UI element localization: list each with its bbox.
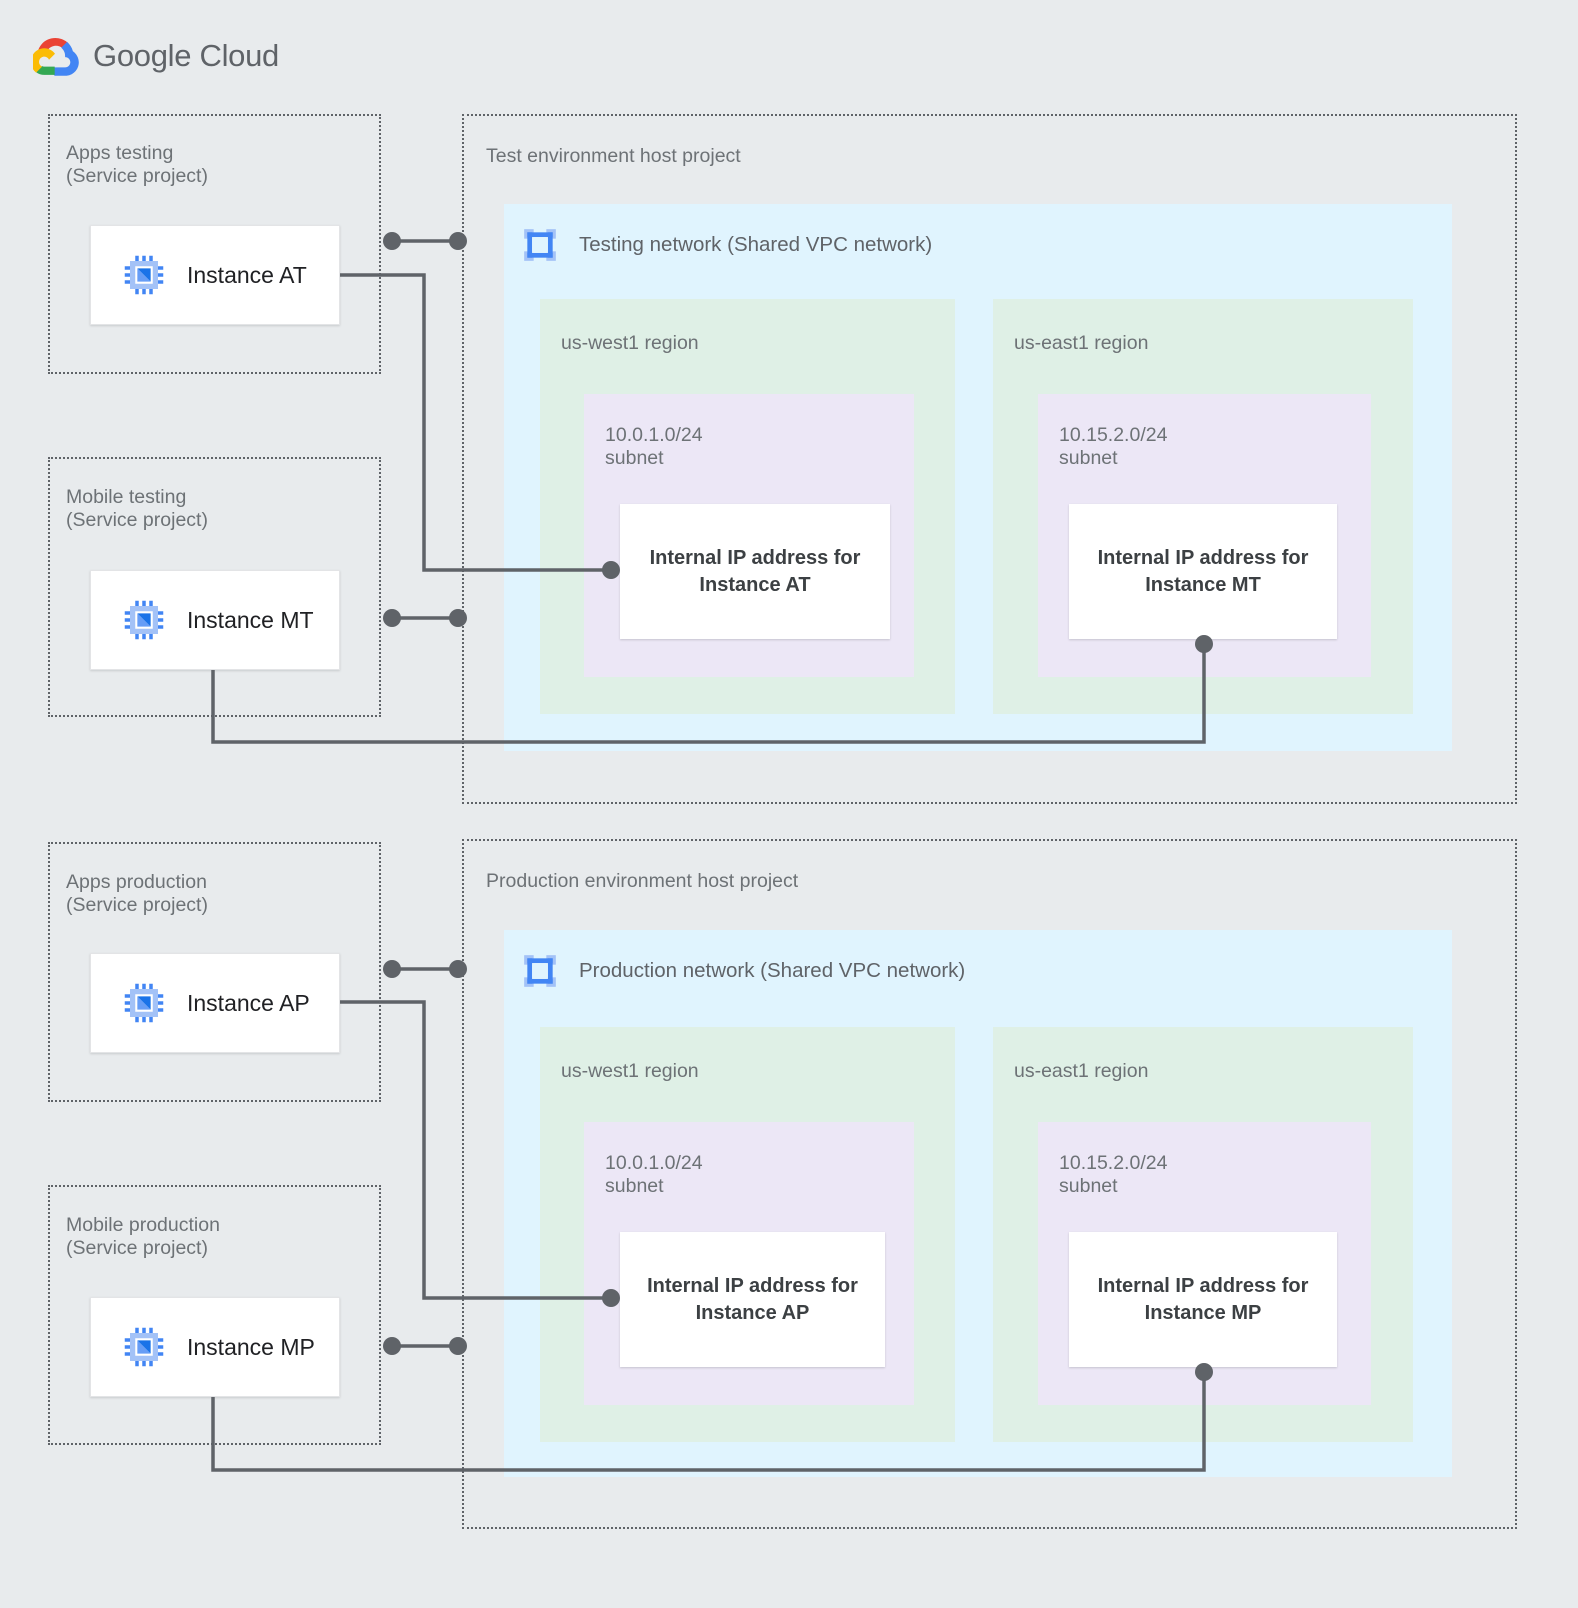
connector-dot-mt-left: [383, 609, 401, 627]
host-project-test-label: Test environment host project: [486, 145, 741, 167]
ip-card-text-instance-mt: Internal IP address for Instance MT: [1097, 546, 1309, 596]
ip-card-text-instance-ap: Internal IP address for Instance AP: [647, 1274, 858, 1324]
instance-card-mp[interactable]: Instance MP: [90, 1297, 340, 1397]
region-label-test-us-east1: us-east1 region: [1014, 332, 1149, 354]
ip-card-text-instance-at: Internal IP address for Instance AT: [649, 546, 861, 596]
cpu-chip-icon: [124, 600, 164, 640]
network-title-testing: Testing network (Shared VPC network): [579, 233, 933, 256]
instance-card-at[interactable]: Instance AT: [90, 225, 340, 325]
service-project-apps-production-label: Apps production (Service project): [66, 871, 208, 916]
vpc-network-icon: [524, 955, 556, 987]
cpu-chip-icon: [124, 1327, 164, 1367]
connector-dot-ap-left: [383, 960, 401, 978]
subnet-label-prod-us-west1: 10.0.1.0/24 subnet: [605, 1152, 703, 1197]
google-cloud-logo-text: Google Cloud: [93, 38, 279, 74]
cpu-chip-icon: [124, 255, 164, 295]
ip-card-instance-at: Internal IP address for Instance AT: [620, 504, 890, 639]
vpc-network-icon: [524, 229, 556, 261]
region-label-prod-us-west1: us-west1 region: [561, 1060, 699, 1082]
region-label-test-us-west1: us-west1 region: [561, 332, 699, 354]
service-project-mobile-production-label: Mobile production (Service project): [66, 1214, 220, 1259]
network-header-testing: Testing network (Shared VPC network): [521, 226, 932, 264]
instance-card-mt[interactable]: Instance MT: [90, 570, 340, 670]
service-project-apps-production: [48, 842, 381, 1102]
instance-label-mt: Instance MT: [187, 606, 314, 633]
network-header-production: Production network (Shared VPC network): [521, 952, 965, 990]
ip-card-text-instance-mp: Internal IP address for Instance MP: [1097, 1274, 1309, 1324]
service-project-mobile-testing-label: Mobile testing (Service project): [66, 486, 208, 531]
connector-dot-at-left: [383, 232, 401, 250]
service-project-apps-testing-label: Apps testing (Service project): [66, 142, 208, 187]
service-project-apps-testing: [48, 114, 381, 374]
google-cloud-logo-icon: [33, 38, 79, 76]
host-project-production-label: Production environment host project: [486, 870, 799, 892]
instance-label-at: Instance AT: [187, 261, 307, 288]
google-cloud-logo: Google Cloud: [33, 36, 279, 76]
ip-card-instance-ap: Internal IP address for Instance AP: [620, 1232, 885, 1367]
region-label-prod-us-east1: us-east1 region: [1014, 1060, 1149, 1082]
instance-label-mp: Instance MP: [187, 1333, 315, 1360]
instance-label-ap: Instance AP: [187, 989, 310, 1016]
ip-card-instance-mt: Internal IP address for Instance MT: [1069, 504, 1337, 639]
network-title-production: Production network (Shared VPC network): [579, 959, 966, 982]
logo-word-cloud: Cloud: [191, 38, 279, 73]
subnet-label-test-us-west1: 10.0.1.0/24 subnet: [605, 424, 703, 469]
subnet-label-prod-us-east1: 10.15.2.0/24 subnet: [1059, 1152, 1168, 1197]
subnet-label-test-us-east1: 10.15.2.0/24 subnet: [1059, 424, 1168, 469]
instance-card-ap[interactable]: Instance AP: [90, 953, 340, 1053]
ip-card-instance-mp: Internal IP address for Instance MP: [1069, 1232, 1337, 1367]
cpu-chip-icon: [124, 983, 164, 1023]
connector-dot-mp-left: [383, 1337, 401, 1355]
logo-word-google: Google: [93, 38, 192, 73]
